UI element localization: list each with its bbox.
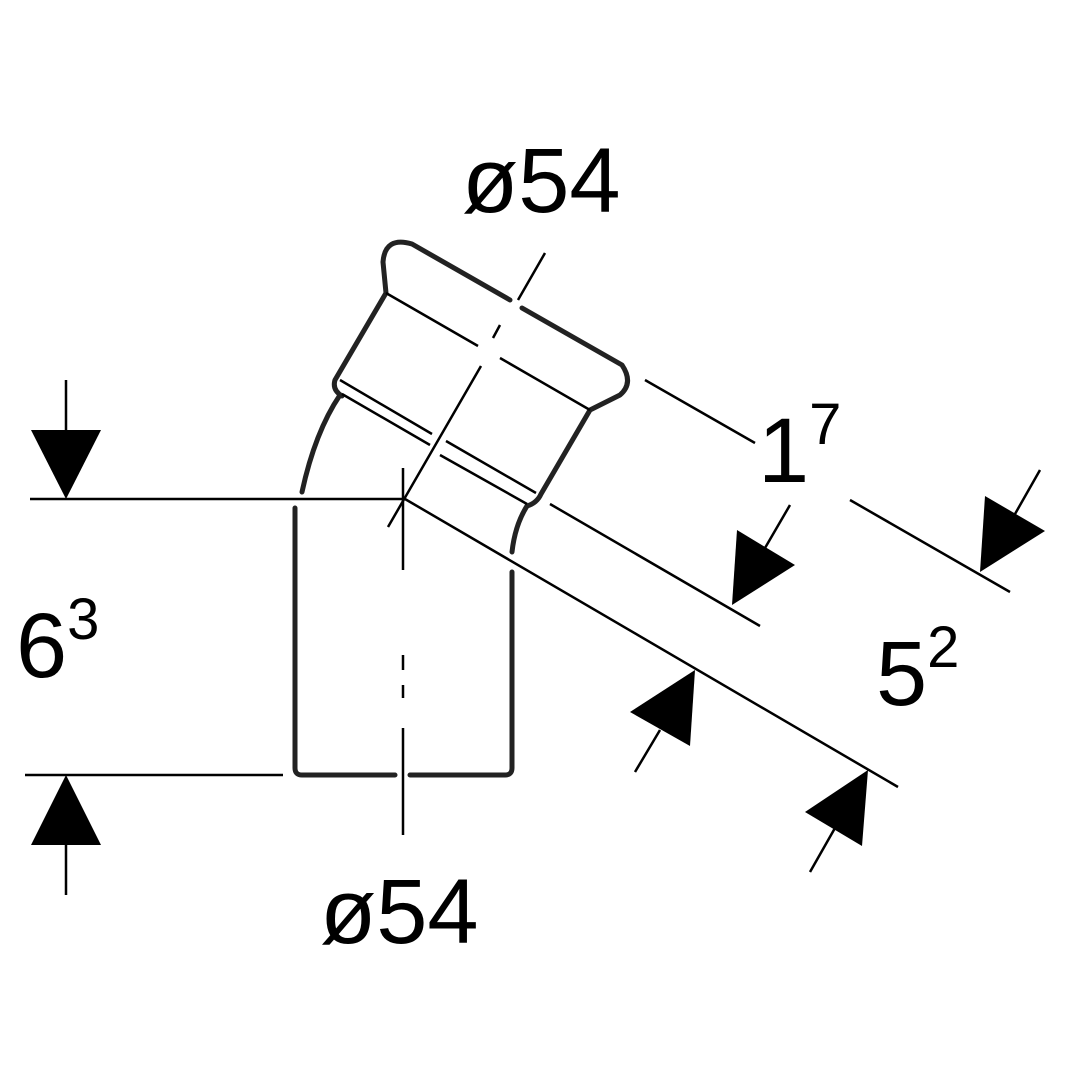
pipe-lower-body [292,505,515,778]
socket-inner-lines [339,291,591,506]
arrow-socket-2-icon [980,496,1045,572]
pipe-bend-right [509,503,530,555]
socket-dimension-label: 17 [758,396,841,498]
socket-outline [331,239,630,509]
socket-dim-main: 1 [758,400,810,502]
socket-dim-sup: 7 [809,392,842,457]
height-dim-lines [25,380,405,895]
bottom-diameter-label: ø54 [320,861,479,963]
arrow-up-icon [31,775,101,845]
height-dim-main: 6 [16,595,68,697]
length-dim-main: 5 [876,623,928,725]
top-diameter-label: ø54 [462,130,621,232]
length-dimension-label: 52 [876,619,959,721]
length-dim-lines [404,497,899,873]
height-dim-sup: 3 [67,587,100,652]
height-dimension-label: 63 [16,591,99,693]
socket-dim-lines [644,378,1042,594]
pipe-bend-left [299,392,343,495]
arrow-socket-1-icon [732,530,795,605]
arrow-down-icon [31,430,101,499]
arrow-length-2-icon [805,770,868,846]
length-dim-sup: 2 [927,615,960,680]
arrow-length-1-icon [630,670,695,746]
